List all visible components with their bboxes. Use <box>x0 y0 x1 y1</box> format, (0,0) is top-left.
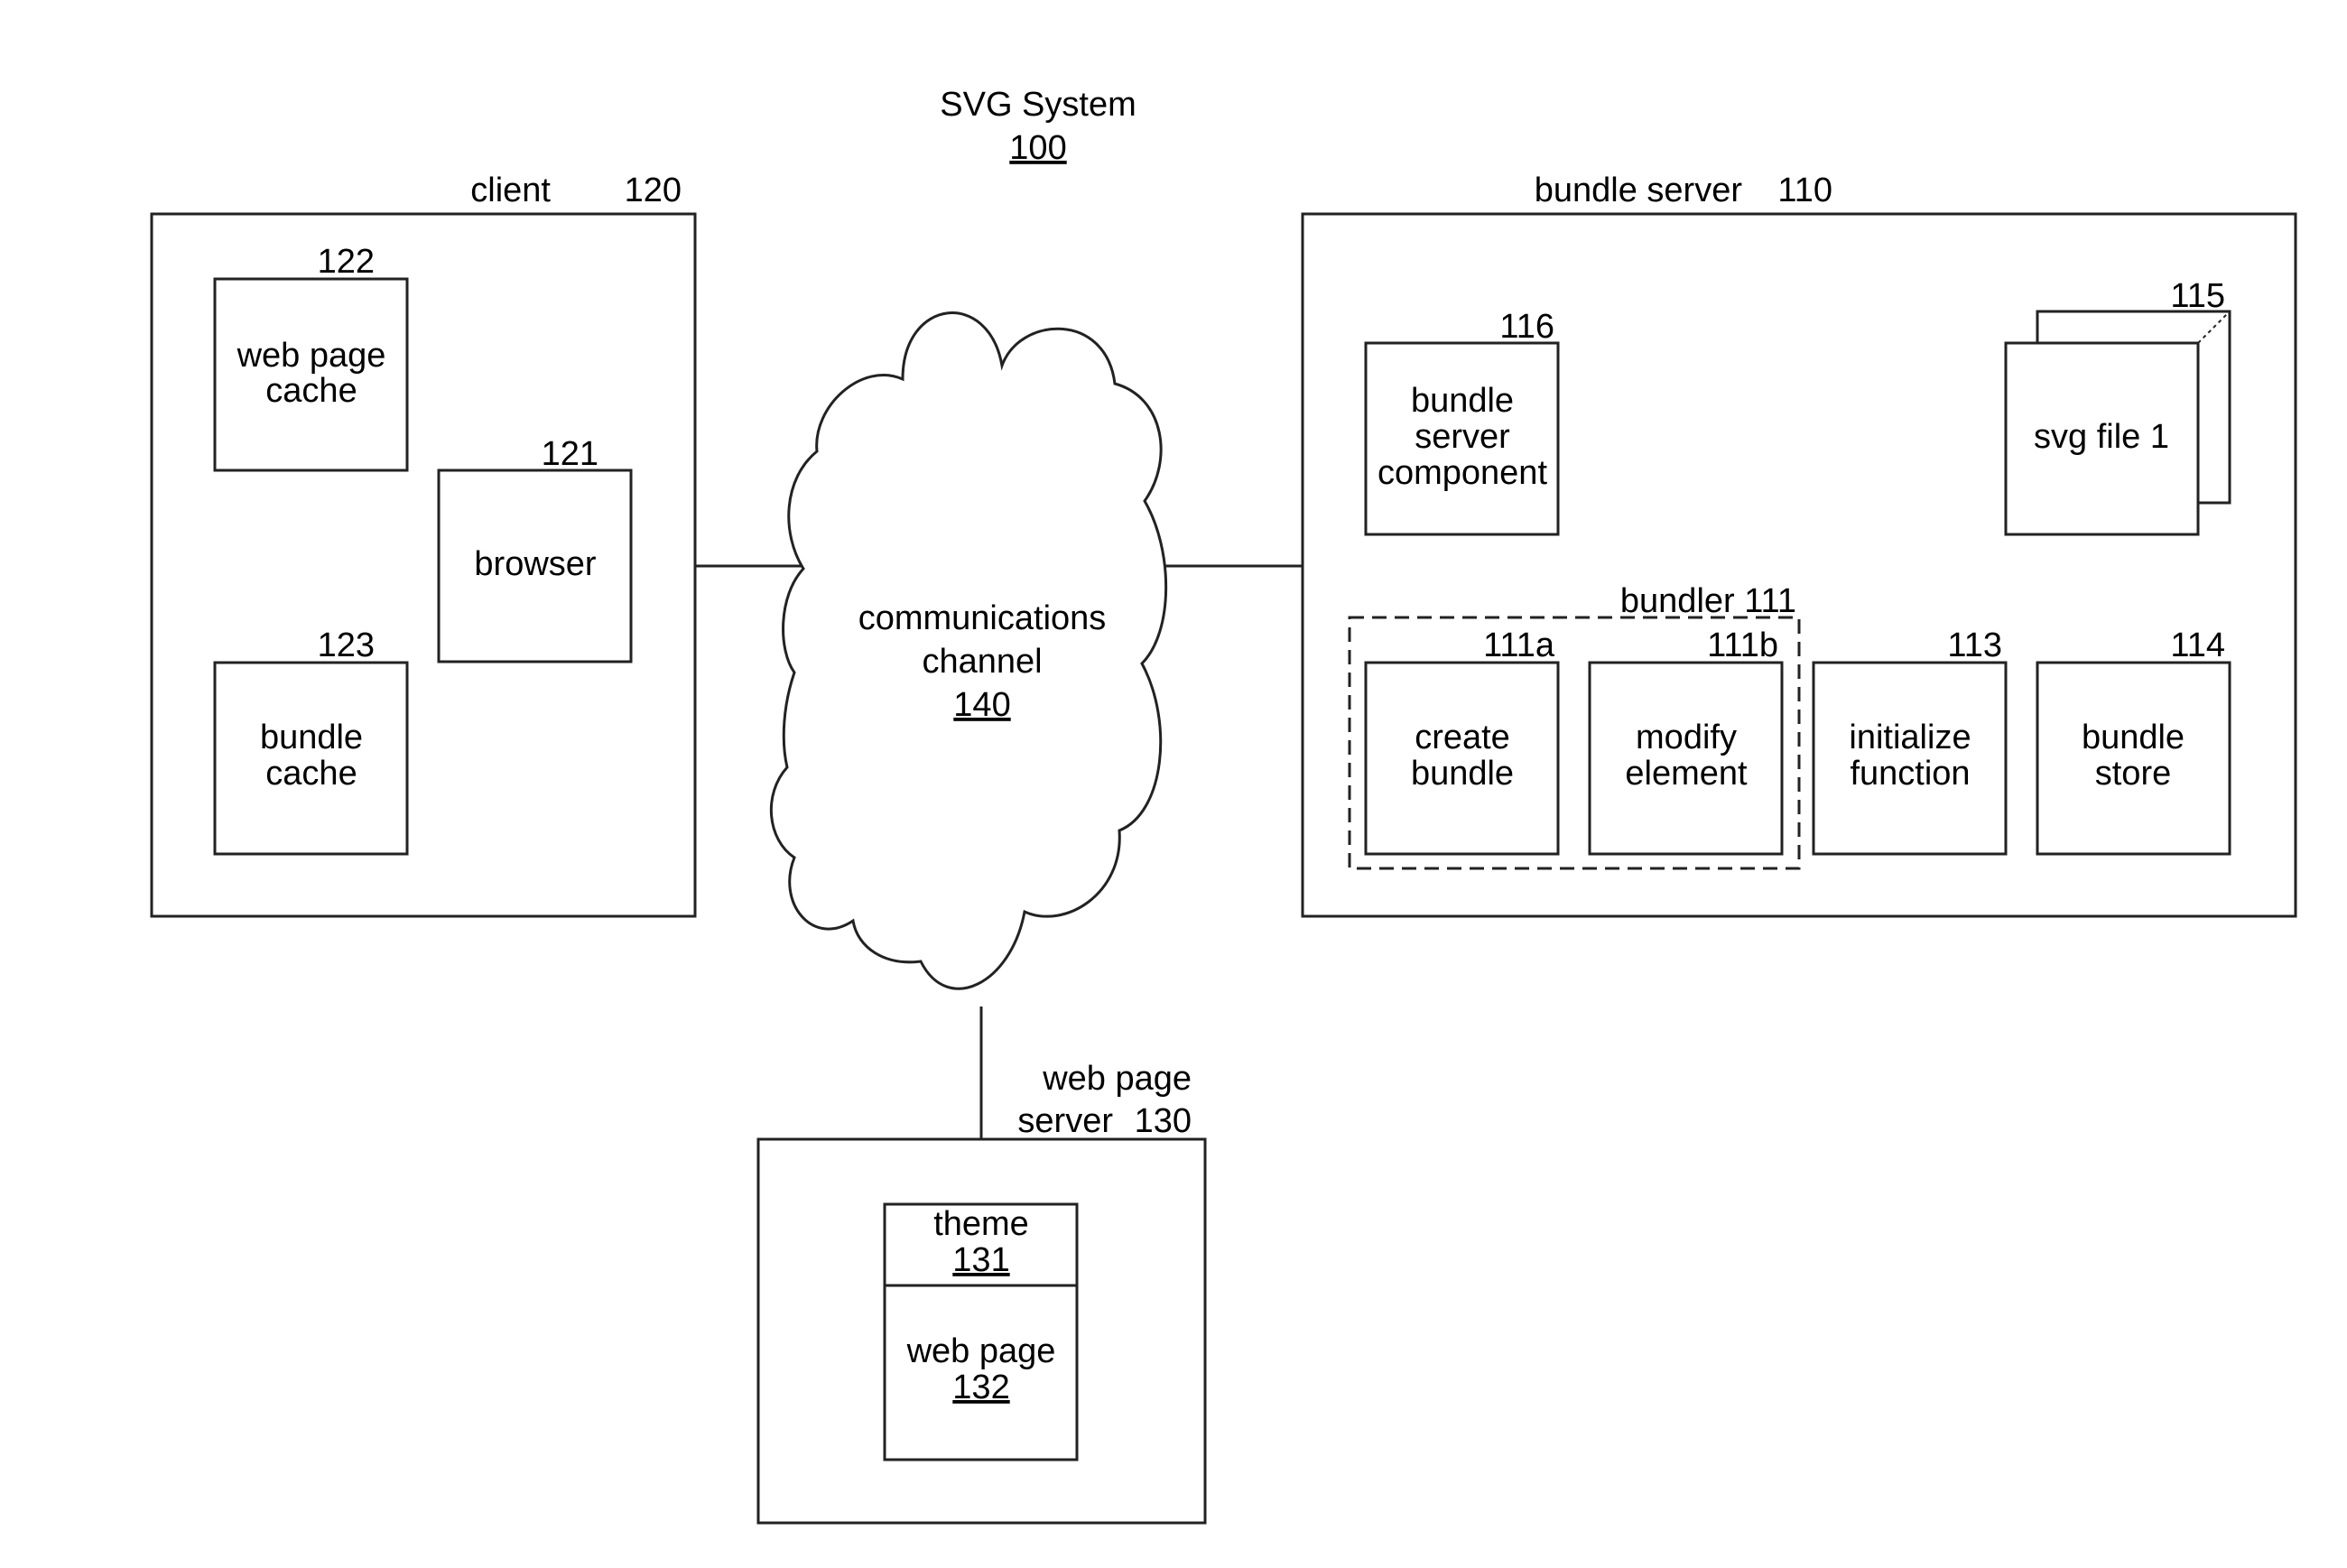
browser-label: browser <box>474 545 596 583</box>
bundle-server-ref: 110 <box>1777 172 1832 209</box>
channel-ref: 140 <box>953 686 1010 724</box>
system-title: SVG System 100 <box>940 86 1136 167</box>
bundle-server-component: 116 bundle server component <box>1366 308 1558 534</box>
bundle-cache-line2: cache <box>265 755 357 793</box>
theme-ref: 131 <box>952 1241 1009 1279</box>
web-page: web page 132 <box>885 1285 1077 1460</box>
bundle-server-component-line1: bundle <box>1411 382 1514 420</box>
theme: theme 131 <box>885 1204 1077 1285</box>
bundle-server-component-ref: 116 <box>1499 308 1554 346</box>
bundle-store-ref: 114 <box>2170 626 2225 664</box>
initialize-function-ref: 113 <box>1947 626 2002 664</box>
bundle-server-component-line3: component <box>1378 454 1547 492</box>
web-page-ref: 132 <box>952 1369 1009 1406</box>
web-page-label: web page <box>906 1332 1056 1370</box>
bundle-server-component-line2: server <box>1415 418 1510 456</box>
channel-line1: communications <box>858 599 1107 637</box>
bundle-server: bundle server 110 116 bundle server comp… <box>1303 172 2296 916</box>
client: client 120 122 web page cache 121 browse… <box>152 172 695 916</box>
svg-file: 115 svg file 1 <box>2006 277 2230 534</box>
bundle-cache-ref: 123 <box>318 626 375 664</box>
web-page-cache-line2: cache <box>265 372 357 410</box>
initialize-function-line2: function <box>1850 755 1970 793</box>
modify-element-line2: element <box>1625 755 1748 793</box>
modify-element-line1: modify <box>1636 719 1737 756</box>
browser-ref: 121 <box>542 435 598 473</box>
client-ref: 120 <box>625 172 682 209</box>
initialize-function-line1: initialize <box>1849 719 1971 756</box>
client-label: client <box>470 172 551 209</box>
create-bundle-ref: 111a <box>1483 626 1555 664</box>
communications-channel: communications channel 140 <box>771 313 1165 989</box>
bundle-store-line2: store <box>2095 755 2171 793</box>
svg-file-label: svg file 1 <box>2034 418 2169 456</box>
channel-line2: channel <box>922 643 1042 681</box>
bundler-label: bundler 111 <box>1620 582 1796 620</box>
bundle-cache-line1: bundle <box>260 719 363 756</box>
system-ref: 100 <box>1009 129 1066 167</box>
web-page-server-ref: 130 <box>1135 1102 1192 1140</box>
modify-element-ref: 111b <box>1707 626 1778 664</box>
svg-file-ref: 115 <box>2170 277 2225 315</box>
web-page-server-line2: server <box>1017 1102 1113 1140</box>
system-title-text: SVG System <box>940 86 1136 124</box>
web-page-cache-ref: 122 <box>318 243 375 281</box>
web-page-server-line1: web page <box>1042 1060 1192 1098</box>
bundle-server-label: bundle server <box>1535 172 1743 209</box>
create-bundle-line1: create <box>1415 719 1510 756</box>
web-page-cache-line1: web page <box>237 337 386 375</box>
create-bundle-line2: bundle <box>1411 755 1514 793</box>
bundle-store-line1: bundle <box>2082 719 2185 756</box>
theme-label: theme <box>933 1205 1029 1243</box>
browser: 121 browser <box>439 435 631 662</box>
